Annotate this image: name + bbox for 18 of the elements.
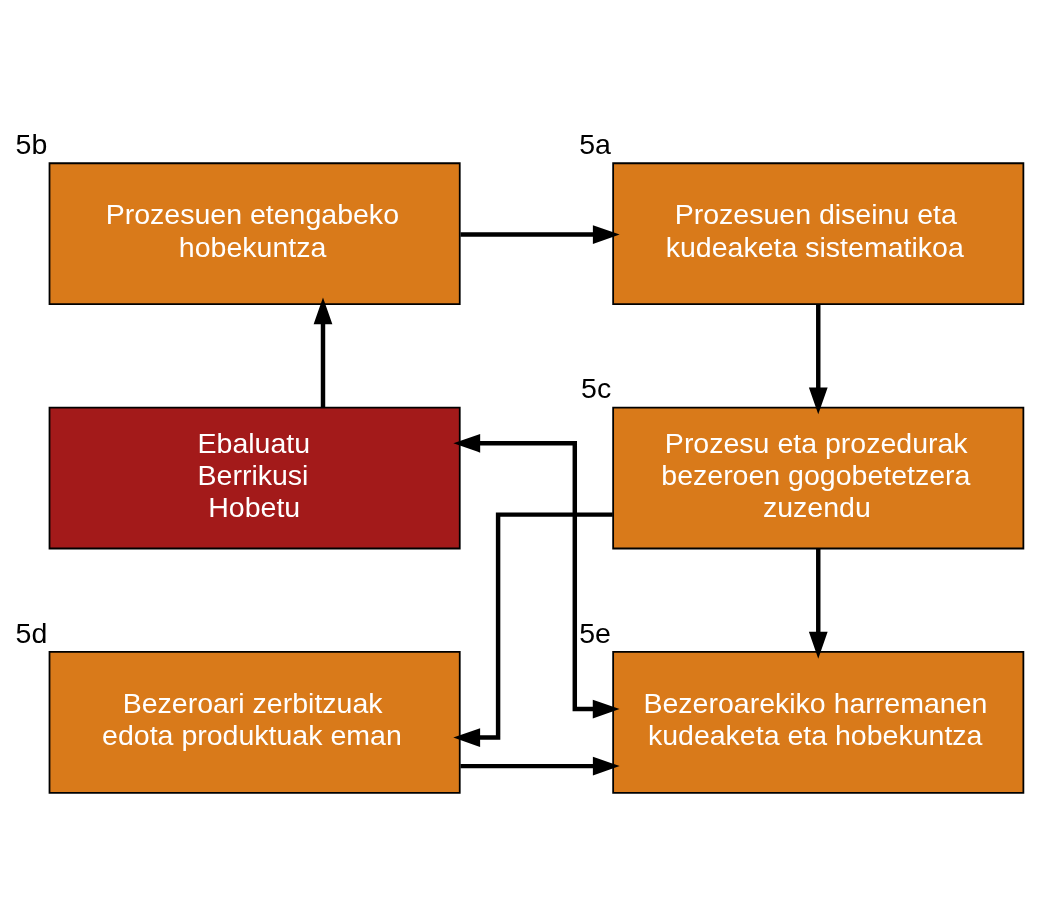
node-box: Ebaluatu Berrikusi Hobetu: [48, 406, 461, 550]
node-label: 5c: [581, 372, 612, 405]
node-label: 5a: [579, 127, 611, 160]
arrow: [808, 304, 828, 415]
arrow: [460, 225, 620, 244]
arrow: [313, 297, 333, 408]
arrow: [453, 433, 620, 719]
arrow: [453, 512, 613, 747]
node-box: Prozesuen diseinu eta kudeaketa sistematikoa: [612, 162, 1025, 306]
node-box: Bezeroarekiko harremanen kudeaketa eta hobekuntza: [612, 651, 1025, 794]
node-box: Prozesu eta prozedurak bezeroen gogobetetzera zuzendu: [612, 406, 1025, 550]
node-box: Bezeroari zerbitzuak edota produktuak eman: [48, 651, 461, 794]
arrow: [808, 548, 828, 659]
node-label: 5b: [15, 127, 48, 160]
node-box: Prozesuen etengabeko hobekuntza: [48, 162, 461, 306]
node-label: 5e: [579, 616, 611, 649]
arrow: [460, 756, 620, 776]
node-label: 5d: [15, 616, 48, 649]
